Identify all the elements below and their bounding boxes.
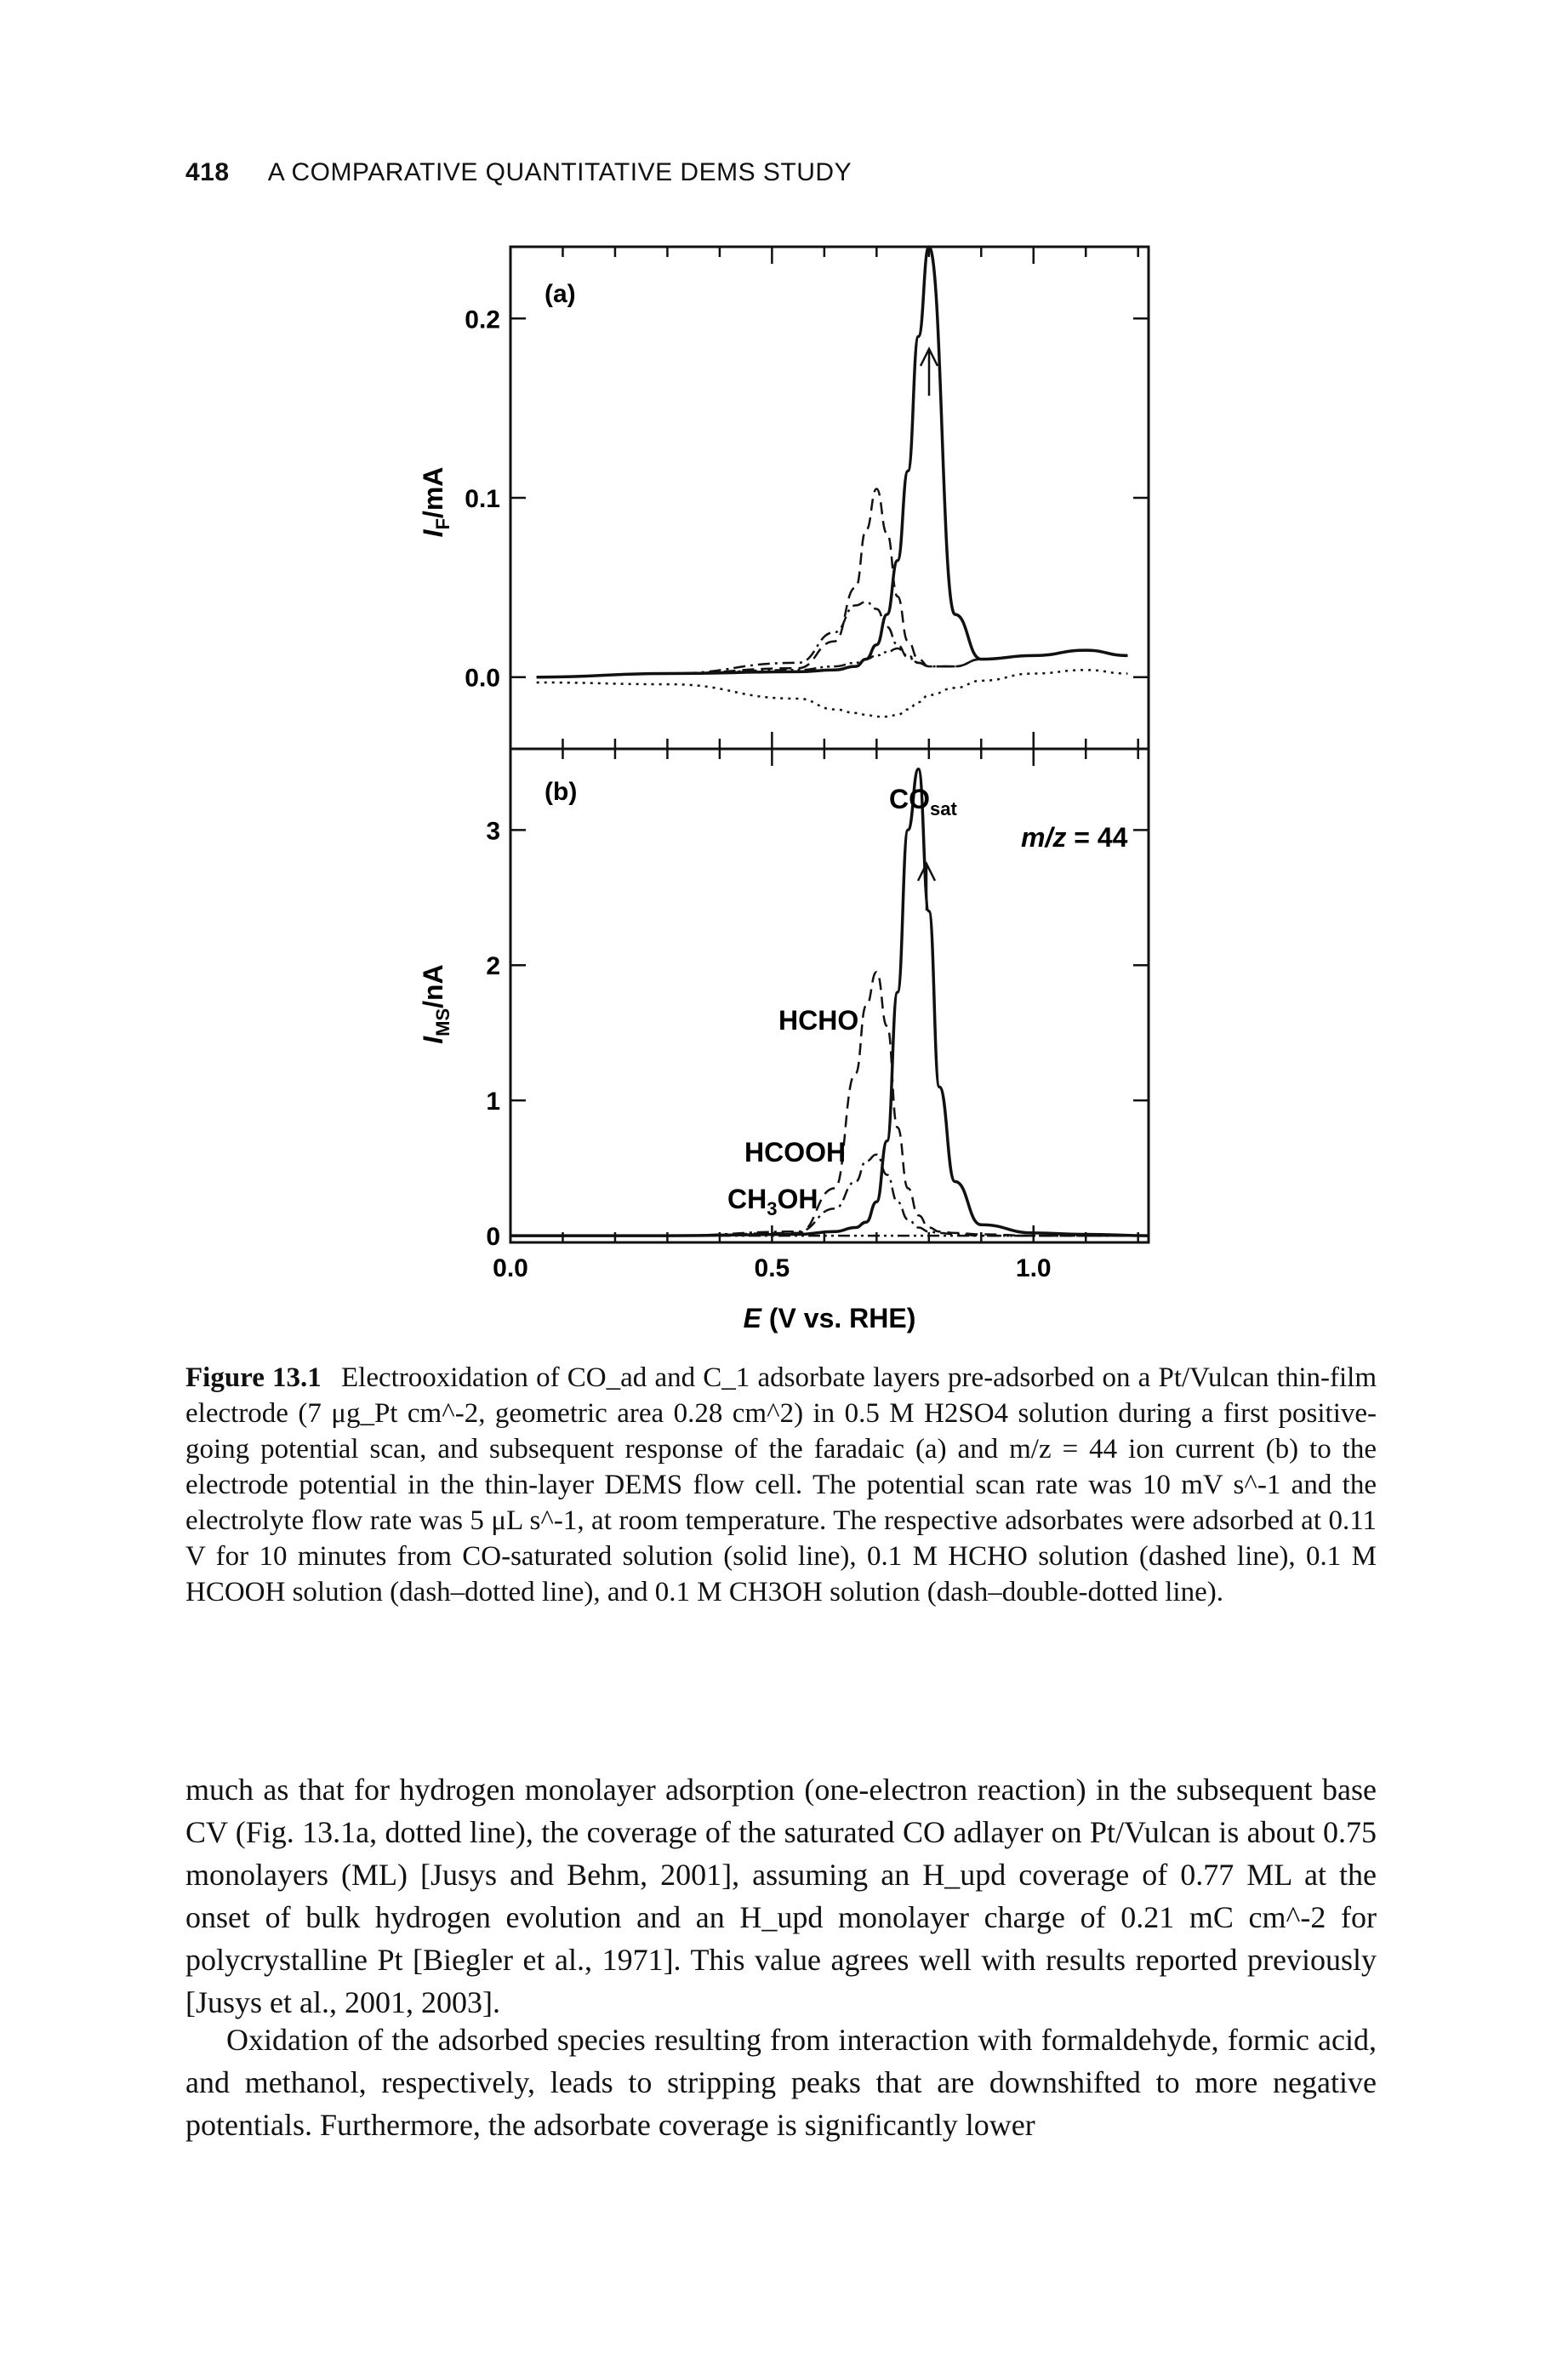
panel-a-series-3-dash-double-dotted: [536, 647, 1128, 678]
panel-b-xtick-label-2: 1.0: [1016, 1254, 1052, 1282]
running-head: 418 A COMPARATIVE QUANTITATIVE DEMS STUD…: [185, 158, 852, 187]
panel-a-ylabel: IF/mA: [418, 467, 453, 538]
panel-b-xtick-label-0: 0.0: [493, 1254, 528, 1282]
panel-b-axis-ticks: 0 1 2 3 0.0 0.5 1.0: [486, 749, 1149, 1282]
annotation-co-sat: COsat: [889, 784, 957, 819]
annotation-mz44: m/z = 44: [1021, 822, 1128, 853]
panel-a-series-1-dashed: [536, 488, 1128, 678]
figure-caption: Figure 13.1 Electrooxidation of CO_ad an…: [185, 1360, 1377, 1610]
panel-b-series-1-dashed: [510, 970, 1149, 1237]
panel-b-xtick-label-1: 0.5: [755, 1254, 790, 1282]
panel-a-ytick-label-0: 0.0: [465, 665, 500, 693]
panel-a-axis-ticks: 0.0 0.1 0.2: [465, 247, 1149, 749]
panel-b-series-0-solid: [510, 768, 1149, 1237]
panel-a-ytick-label-2: 0.2: [465, 305, 500, 334]
caption-text: Electrooxidation of CO_ad and C_1 adsorb…: [185, 1362, 1377, 1607]
panel-a-ytick-label-1: 0.1: [465, 485, 500, 513]
panel-b-ytick-label-0: 0: [486, 1223, 500, 1251]
body-paragraph-2: Oxidation of the adsorbed species result…: [185, 2023, 1377, 2142]
panel-b-label: (b): [545, 778, 577, 806]
page-number: 418: [185, 158, 230, 186]
panel-b-ytick-label-3: 3: [486, 817, 500, 845]
figure-13-1: 0.0 0.1 0.2 0 1 2 3 0.0 0.5 1.0 (a) (b) IF/mA IM…: [418, 245, 1150, 1333]
running-title: A COMPARATIVE QUANTITATIVE DEMS STUDY: [267, 158, 852, 186]
panel-a-series-0-solid: [536, 245, 1128, 679]
panel-a-series-4-dotted: [536, 669, 1128, 718]
caption-label: Figure 13.1: [185, 1362, 322, 1393]
panel-a-series-2-dash-dotted: [536, 600, 1128, 678]
panel-a-label: (a): [545, 280, 576, 308]
panel-a-series: [536, 245, 1128, 718]
annotation-hcooh: HCOOH: [744, 1137, 846, 1168]
panel-b-frame: [509, 747, 1150, 1244]
arrow-a: [919, 346, 939, 396]
panel-b-ylabel: IMS/nA: [418, 964, 453, 1043]
panel-b-ytick-label-1: 1: [486, 1088, 500, 1116]
x-axis-label: E (V vs. RHE): [744, 1303, 916, 1333]
body-paragraph-1: much as that for hydrogen monolayer adso…: [185, 1773, 1377, 2019]
arrow-b: [916, 861, 937, 911]
annotation-ch3oh: CH3OH: [727, 1184, 818, 1219]
panel-b-series: [510, 768, 1149, 1237]
panel-b-ytick-label-2: 2: [486, 952, 500, 980]
annotation-hcho: HCHO: [778, 1005, 858, 1036]
